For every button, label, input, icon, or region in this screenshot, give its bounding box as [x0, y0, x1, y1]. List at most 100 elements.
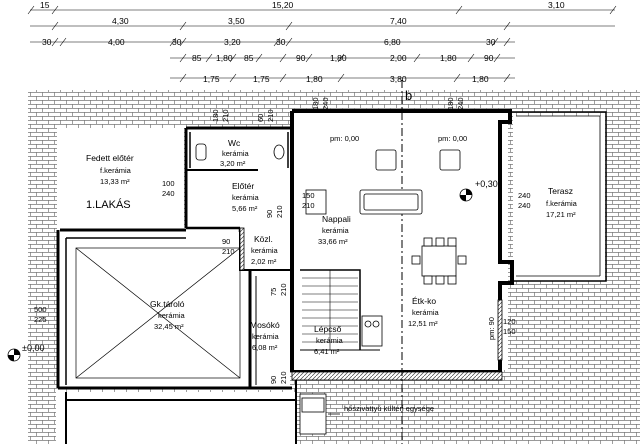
dim-1-80-a: 1,80	[216, 53, 233, 63]
room-material: kerámia	[251, 246, 279, 255]
room-name: Előtér	[232, 181, 254, 191]
level-marker-garage	[7, 348, 21, 362]
dim-3-80: 3,80	[390, 74, 407, 84]
room-material: kerámia	[412, 308, 440, 317]
opening-labels: 100 240 180 210 60 210 180 240 180 240 1…	[34, 97, 531, 384]
dim-1-80-d: 1,80	[306, 74, 323, 84]
level-garage-label: ±0,00	[22, 343, 44, 353]
pm-left-label: pm: 0,00	[330, 134, 359, 143]
room-eloter: Előtér kerámia 5,66 m²	[232, 181, 260, 213]
dim-15: 15	[40, 0, 50, 10]
opening-180-wc: 180	[211, 109, 220, 122]
opening-90-mosoko: 90	[269, 376, 278, 384]
dim-30-c: 30	[276, 37, 286, 47]
opening-240-top: 240	[518, 191, 531, 200]
room-material: kerámia	[252, 332, 280, 341]
opening-90-eloter: 90	[265, 210, 274, 218]
dim-1-75-a: 1,75	[203, 74, 220, 84]
room-name: Nappali	[322, 214, 351, 224]
opening-225: 225	[34, 315, 47, 324]
dimension-lines	[27, 5, 617, 83]
room-gk-tarolo: Gk.tároló kerámia 32,45 m²	[150, 299, 186, 331]
opening-pm-90: pm: 90	[487, 317, 496, 340]
room-material: kerámia	[222, 149, 250, 158]
dim-2-00: 2,00	[390, 53, 407, 63]
dimension-texts: 15 15,20 3,10 4,30 3,50 7,40 30 4,00 30 …	[40, 0, 565, 84]
dim-1-80-c: 1,80	[440, 53, 457, 63]
room-area: 17,21 m²	[546, 210, 576, 219]
dim-3-10: 3,10	[548, 0, 565, 10]
opening-120: 120	[503, 317, 516, 326]
dim-90-b: 90	[484, 53, 494, 63]
heat-pump-label: hőszivattyú kültéri egysége	[344, 404, 434, 413]
room-name: Mosókó	[250, 320, 280, 330]
room-wc: Wc kerámia 3,20 m²	[220, 138, 250, 168]
level-terrace-label: +0,30	[475, 179, 498, 189]
room-kozl: Közl. kerámia 2,02 m²	[251, 234, 279, 266]
opening-180-a: 180	[311, 97, 320, 110]
room-material: kerámia	[232, 193, 260, 202]
dim-1-80-b: 1,80	[330, 53, 347, 63]
dim-30-a: 30	[42, 37, 52, 47]
room-area: 13,33 m²	[100, 177, 130, 186]
section-mark-b: b	[405, 88, 412, 103]
stairs	[302, 270, 358, 350]
room-name: Közl.	[254, 234, 273, 244]
opening-240-b: 240	[456, 97, 465, 110]
opening-60: 60	[256, 114, 265, 122]
dim-85-b: 85	[244, 53, 254, 63]
opening-210-eloter: 210	[275, 205, 284, 218]
room-name: Fedett előtér	[86, 153, 134, 163]
opening-90-kozl: 90	[222, 237, 230, 246]
lakas-label: 1.LAKÁS	[86, 198, 131, 211]
room-name: Terasz	[548, 186, 573, 196]
room-name: Étk-ko	[412, 296, 436, 306]
room-material: f.kerámia	[546, 199, 578, 208]
dim-15-20: 15,20	[272, 0, 294, 10]
dim-6-80: 6,80	[384, 37, 401, 47]
room-name: Gk.tároló	[150, 299, 185, 309]
dim-1-75-b: 1,75	[253, 74, 270, 84]
room-etk-ko: Étk-ko kerámia 12,51 m²	[408, 296, 440, 328]
room-mosoko: Mosókó kerámia 6,08 m²	[250, 320, 280, 352]
dim-4-00: 4,00	[108, 37, 125, 47]
room-material: f.kerámia	[100, 166, 132, 175]
dim-30-b: 30	[172, 37, 182, 47]
dim-4-30: 4,30	[112, 16, 129, 26]
wc-fixtures	[195, 143, 285, 161]
room-material: kerámia	[322, 226, 350, 235]
room-name: Lépcső	[314, 324, 342, 334]
dim-1-80-e: 1,80	[472, 74, 489, 84]
opening-210-mosoko: 210	[279, 371, 288, 384]
room-fedett-eloter: Fedett előtér f.kerámia 13,33 m²	[86, 153, 134, 186]
dim-30-d: 30	[486, 37, 496, 47]
room-material: kerámia	[158, 311, 186, 320]
opening-150-window: 150	[503, 327, 516, 336]
dim-3-50: 3,50	[228, 16, 245, 26]
opening-210-kozl: 210	[222, 247, 235, 256]
room-material: kerámia	[316, 336, 344, 345]
opening-150: 150	[302, 191, 315, 200]
room-terasz: Terasz f.kerámia 17,21 m²	[546, 186, 578, 219]
opening-75-210: 210	[279, 283, 288, 296]
room-lepcso: Lépcső kerámia 6,41 m²	[314, 324, 344, 356]
room-area: 3,20 m²	[220, 159, 246, 168]
room-area: 5,66 m²	[232, 204, 258, 213]
opening-210-wc: 210	[221, 109, 230, 122]
dim-3-20: 3,20	[224, 37, 241, 47]
room-area: 6,08 m²	[252, 343, 278, 352]
room-nappali: Nappali kerámia 33,66 m²	[318, 214, 351, 246]
opening-500: 500	[34, 305, 47, 314]
room-area: 12,51 m²	[408, 319, 438, 328]
room-area: 32,45 m²	[154, 322, 184, 331]
furniture	[305, 149, 467, 347]
opening-240-a: 240	[321, 97, 330, 110]
pm-right-label: pm: 0,00	[438, 134, 467, 143]
opening-100-240-bottom: 240	[162, 189, 175, 198]
building-interiors	[56, 112, 605, 444]
dim-90-a: 90	[296, 53, 306, 63]
room-name: Wc	[228, 138, 241, 148]
opening-100-240-top: 100	[162, 179, 175, 188]
opening-180-b: 180	[446, 97, 455, 110]
